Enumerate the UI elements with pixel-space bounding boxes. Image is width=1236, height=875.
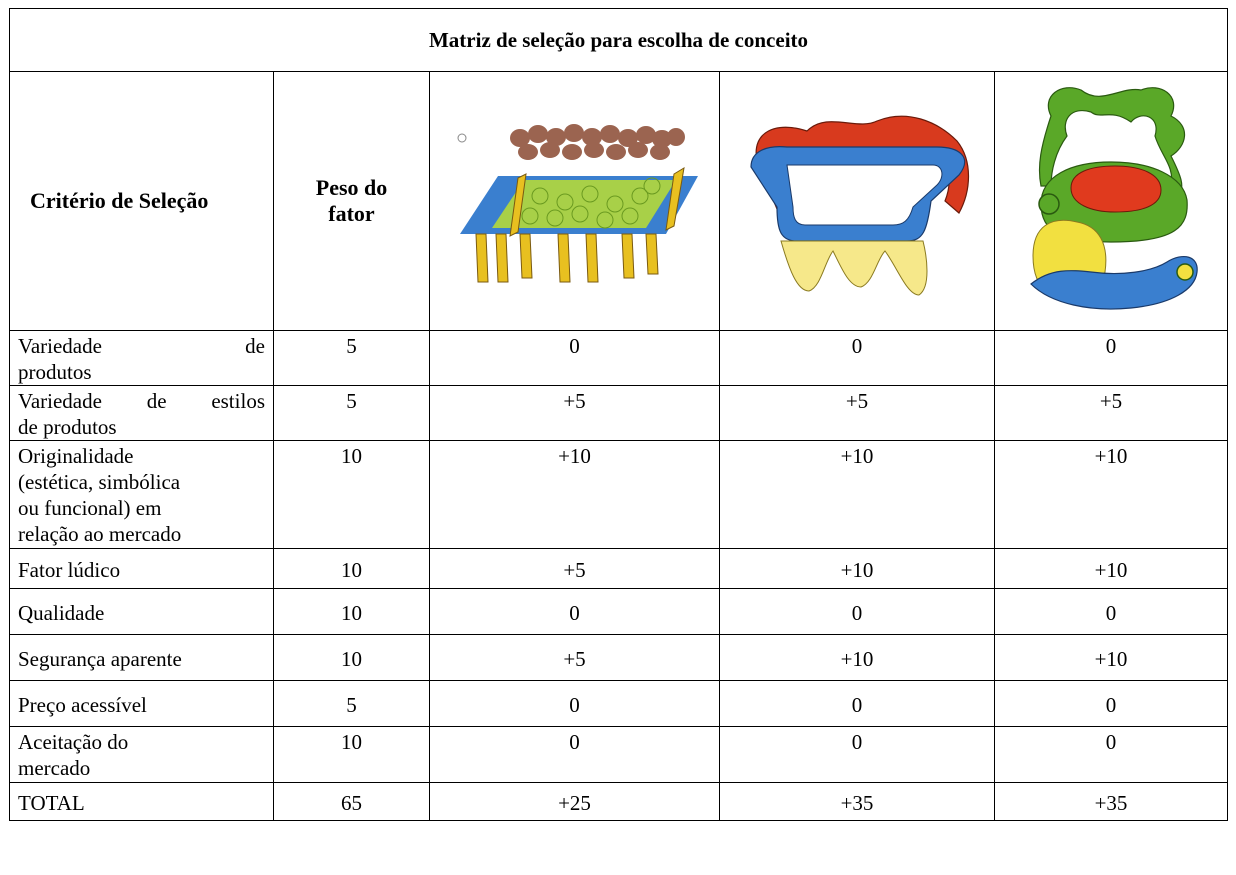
criterion-cell: Aceitação do mercado — [9, 726, 274, 783]
weight-cell: 10 — [273, 634, 430, 681]
weight-cell: 5 — [273, 680, 430, 727]
table-row: Variedade de estilos de produtos 5 +5 +5… — [9, 385, 1228, 441]
concept-1-score: 0 — [429, 726, 720, 783]
concept-2-total: +35 — [719, 782, 995, 821]
concept-3-total: +35 — [994, 782, 1228, 821]
criterion-text: Variedade de estilos — [18, 389, 265, 413]
sketch-concept-2-icon — [750, 115, 969, 296]
concept-1-total: +25 — [429, 782, 720, 821]
criterion-cell: Variedade de estilos de produtos — [9, 385, 274, 441]
criterion-text: de — [245, 334, 265, 358]
criterion-cell: Segurança aparente — [9, 634, 274, 681]
total-row: TOTAL 65 +25 +35 +35 — [9, 782, 1228, 821]
table-row: Preço acessível 5 0 0 0 — [9, 680, 1228, 727]
criterion-text: de produtos — [18, 415, 117, 439]
table-row: Segurança aparente 10 +5 +10 +10 — [9, 634, 1228, 681]
concept-1-score: +5 — [429, 385, 720, 441]
table-row: Qualidade 10 0 0 0 — [9, 588, 1228, 635]
concept-3-score: +10 — [994, 548, 1228, 589]
weight-cell: 5 — [273, 385, 430, 441]
concept-1-score: 0 — [429, 588, 720, 635]
sketch-concept-3-icon — [1030, 87, 1198, 310]
weight-header-line-1: Peso do — [315, 175, 388, 200]
concept-1-score: 0 — [429, 680, 720, 727]
table-row: Originalidade (estética, simbólica ou fu… — [9, 440, 1228, 549]
concept-3-score: 0 — [994, 330, 1228, 386]
weight-cell: 10 — [273, 440, 430, 549]
table-row: Aceitação do mercado 10 0 0 0 — [9, 726, 1228, 783]
weight-cell: 10 — [273, 726, 430, 783]
concept-3-score: 0 — [994, 680, 1228, 727]
concept-3-score: +10 — [994, 440, 1228, 549]
selection-matrix-table: Matriz de seleção para escolha de concei… — [9, 8, 1228, 821]
concept-1-header — [429, 71, 720, 331]
concept-1-score: +10 — [429, 440, 720, 549]
concept-1-score: 0 — [429, 330, 720, 386]
sketch-concept-1-icon — [457, 124, 698, 283]
weight-cell: 10 — [273, 548, 430, 589]
concept-1-score: +5 — [429, 548, 720, 589]
criterion-text: mercado — [18, 756, 91, 780]
criterion-cell: Fator lúdico — [9, 548, 274, 589]
criterion-column-header: Critério de Seleção — [9, 71, 274, 331]
concept-3-score: 0 — [994, 588, 1228, 635]
total-label: TOTAL — [9, 782, 274, 821]
concept-3-score: +5 — [994, 385, 1228, 441]
concept-3-score: 0 — [994, 726, 1228, 783]
matrix-title: Matriz de seleção para escolha de concei… — [9, 8, 1228, 72]
criterion-text: relação ao mercado — [18, 522, 182, 546]
criterion-text: (estética, simbólica — [18, 470, 181, 494]
total-weight: 65 — [273, 782, 430, 821]
concept-2-score: 0 — [719, 588, 995, 635]
criterion-cell: Preço acessível — [9, 680, 274, 727]
concept-2-score: 0 — [719, 726, 995, 783]
concept-2-score: 0 — [719, 330, 995, 386]
criterion-cell: Originalidade (estética, simbólica ou fu… — [9, 440, 274, 549]
criterion-cell: Qualidade — [9, 588, 274, 635]
concept-2-score: +10 — [719, 440, 995, 549]
concept-3-header — [994, 71, 1228, 331]
weight-column-header: Peso do fator — [273, 71, 430, 331]
concept-2-score: +5 — [719, 385, 995, 441]
concept-2-score: +10 — [719, 548, 995, 589]
criterion-text: Variedade — [18, 334, 102, 358]
concept-2-score: 0 — [719, 680, 995, 727]
criterion-text: Aceitação do — [18, 730, 129, 754]
criterion-text: Originalidade — [18, 444, 134, 468]
weight-cell: 10 — [273, 588, 430, 635]
weight-header-line-2: fator — [328, 201, 375, 226]
weight-cell: 5 — [273, 330, 430, 386]
concept-2-score: +10 — [719, 634, 995, 681]
concept-1-score: +5 — [429, 634, 720, 681]
table-row: Variedade de produtos 5 0 0 0 — [9, 330, 1228, 386]
table-row: Fator lúdico 10 +5 +10 +10 — [9, 548, 1228, 589]
concept-3-score: +10 — [994, 634, 1228, 681]
criterion-cell: Variedade de produtos — [9, 330, 274, 386]
concept-2-header — [719, 71, 995, 331]
criterion-text: ou funcional) em — [18, 496, 162, 520]
criterion-text: produtos — [18, 360, 92, 384]
